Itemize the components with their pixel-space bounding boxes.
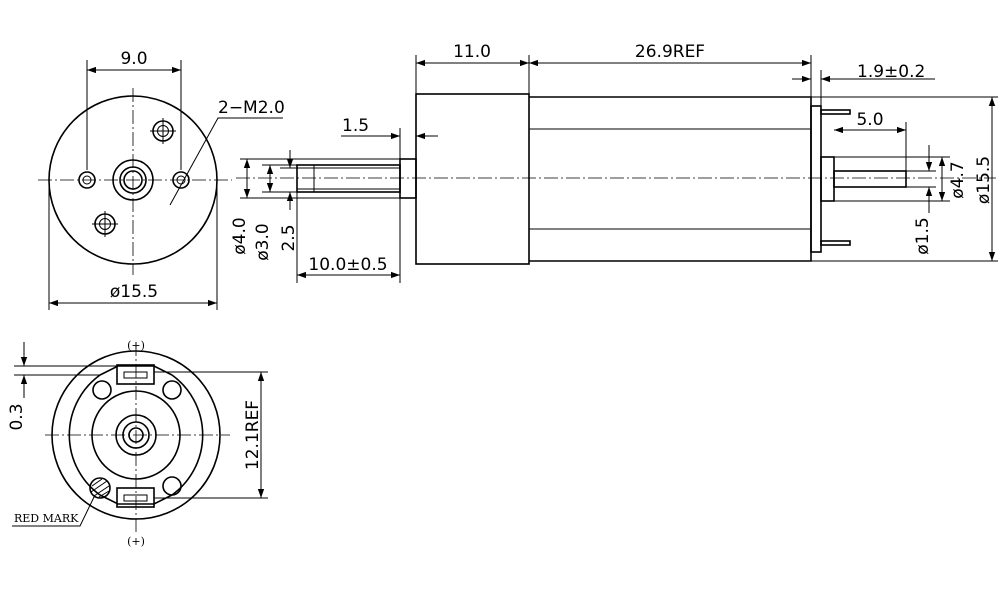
front-hole-left-inner: [82, 175, 92, 185]
dim-11-label: 11.0: [453, 42, 491, 62]
plus-top-label: (+): [127, 339, 145, 352]
rear-bearing: [820, 156, 835, 202]
rear-view: (+) (+) 0.3 12.1REF RED MARK: [7, 339, 268, 548]
dim-0-3-label: 0.3: [7, 403, 27, 430]
dim-d4-7-label: ø4.7: [948, 161, 968, 198]
dim-12-1-label: 12.1REF: [243, 400, 263, 470]
rear-hole-tr: [162, 380, 182, 400]
shaft-step: [399, 158, 417, 199]
dim-d3-label: ø3.0: [253, 223, 273, 260]
side-view: 11.0 26.9REF 1.9±0.2 1.5 5.0 ø4.0 ø3.0 2…: [230, 42, 998, 283]
dim-holes-label: 2−M2.0: [218, 98, 285, 118]
dim-5-label: 5.0: [856, 110, 883, 130]
terminal-top: [820, 109, 851, 115]
rear-hole-tl: [92, 380, 112, 400]
dim-9-label: 9.0: [120, 49, 147, 69]
dim-10-label: 10.0±0.5: [308, 255, 387, 275]
rear-shaft: [833, 170, 907, 188]
front-boss-mid: [119, 166, 147, 194]
dim-1-5-label: 1.5: [342, 116, 369, 136]
dim-d4-label: ø4.0: [230, 217, 250, 254]
leader-line-m2: [169, 117, 283, 206]
plus-bottom-label: (+): [127, 535, 145, 548]
dim-26-9-label: 26.9REF: [635, 42, 705, 62]
dim-dia-label: ø15.5: [110, 282, 158, 302]
front-view: 9.0 2−M2.0 ø15.5: [38, 49, 285, 310]
red-mark-label: RED MARK: [14, 512, 79, 525]
front-boss-outer: [112, 159, 154, 201]
red-mark-leader: [12, 494, 96, 527]
dim-1-9-label: 1.9±0.2: [857, 62, 925, 82]
output-shaft: [296, 164, 401, 193]
dim-d1-5-label: ø1.5: [913, 217, 933, 254]
front-shaft: [123, 170, 143, 190]
rear-terminal-top: [116, 364, 155, 385]
motor-end-cap: [810, 105, 822, 253]
rear-hole-br: [162, 476, 182, 496]
front-hole-left: [78, 171, 96, 189]
red-mark-hole: [89, 477, 111, 499]
gearbox-body: [415, 93, 530, 265]
motor-body: [529, 96, 812, 262]
front-hole-right-inner: [176, 175, 186, 185]
rear-terminal-top-slot: [123, 371, 148, 379]
rear-terminal-bottom-slot: [123, 494, 148, 502]
terminal-bottom: [820, 240, 851, 246]
front-hole-right: [172, 171, 190, 189]
red-mark-hatch: [90, 478, 110, 498]
dim-d15-5-label: ø15.5: [974, 156, 994, 204]
dim-2-5-label: 2.5: [279, 224, 299, 251]
